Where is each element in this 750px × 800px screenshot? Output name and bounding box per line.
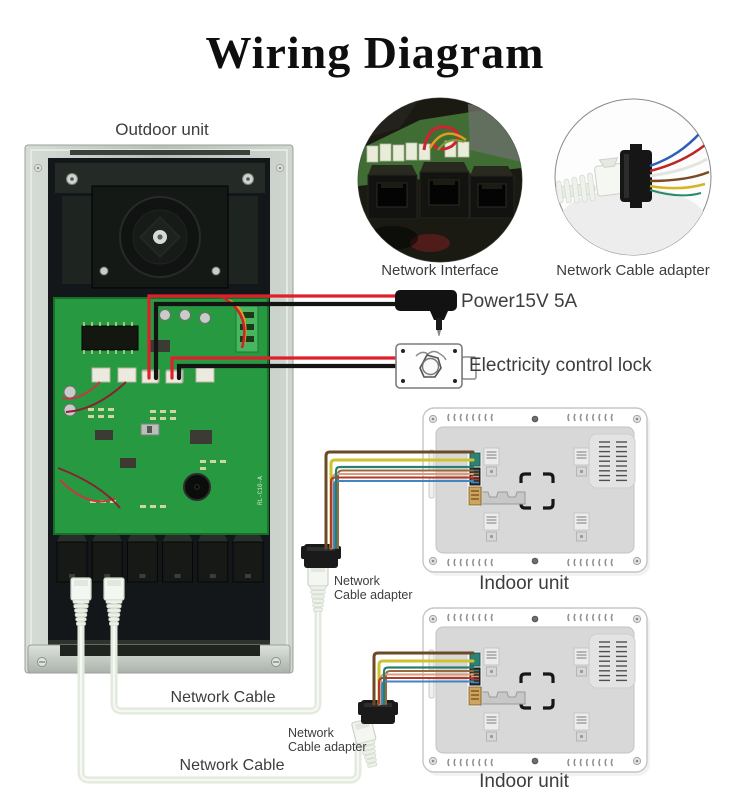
lock-wire-black [176, 363, 401, 381]
power-wire-red [147, 294, 399, 380]
power-wire-black [153, 301, 400, 381]
network-cable-adapter-inset-label: Network Cable adapter [556, 262, 710, 279]
network-cable-2-label: Network Cable [179, 757, 285, 774]
cable-adapter-2-label-line1: Network [288, 726, 334, 740]
outdoor-pcb: RL-C10-A [53, 294, 269, 535]
lock-wire-red [170, 356, 400, 380]
network-cable-1-label: Network Cable [170, 689, 276, 706]
power-label: Power15V 5A [461, 291, 578, 312]
network-cable-adapter-photo [554, 98, 712, 256]
wall-plug-icon [395, 290, 457, 336]
cable-adapter-2-label-line2: Cable adapter [288, 740, 367, 755]
camera-module [91, 185, 229, 289]
page-title: Wiring Diagram [205, 27, 545, 78]
indoor-unit-2-label: Indoor unit [479, 771, 569, 792]
indoor-unit-1-label: Indoor unit [479, 573, 569, 594]
power-lock-wiring [141, 294, 401, 384]
cable-adapter-2-label: Network Cable adapter [288, 726, 367, 755]
cable-adapter-1-label-line1: Network [334, 574, 380, 588]
network-interface-label: Network Interface [381, 262, 499, 279]
wire-harness-2 [372, 651, 475, 706]
rj45-plug-adapter-1 [307, 563, 329, 613]
electricity-control-lock-label: Electricity control lock [469, 355, 652, 376]
cable-adapter-1-label-line2: Cable adapter [334, 588, 413, 603]
outdoor-unit-photo: RL-C10-A [24, 144, 294, 674]
wire-harness-1 [324, 450, 475, 550]
network-cables [77, 596, 362, 784]
lock-icon [395, 343, 477, 389]
network-jack-row [56, 535, 264, 583]
outdoor-unit-label: Outdoor unit [115, 120, 209, 139]
network-interface-photo [357, 97, 523, 263]
indoor-unit-1 [423, 408, 650, 576]
cable-adapter-1-label: Network Cable adapter [334, 574, 413, 603]
indoor-unit-2 [423, 608, 650, 776]
svg-text:RL-C10-A: RL-C10-A [257, 476, 264, 505]
